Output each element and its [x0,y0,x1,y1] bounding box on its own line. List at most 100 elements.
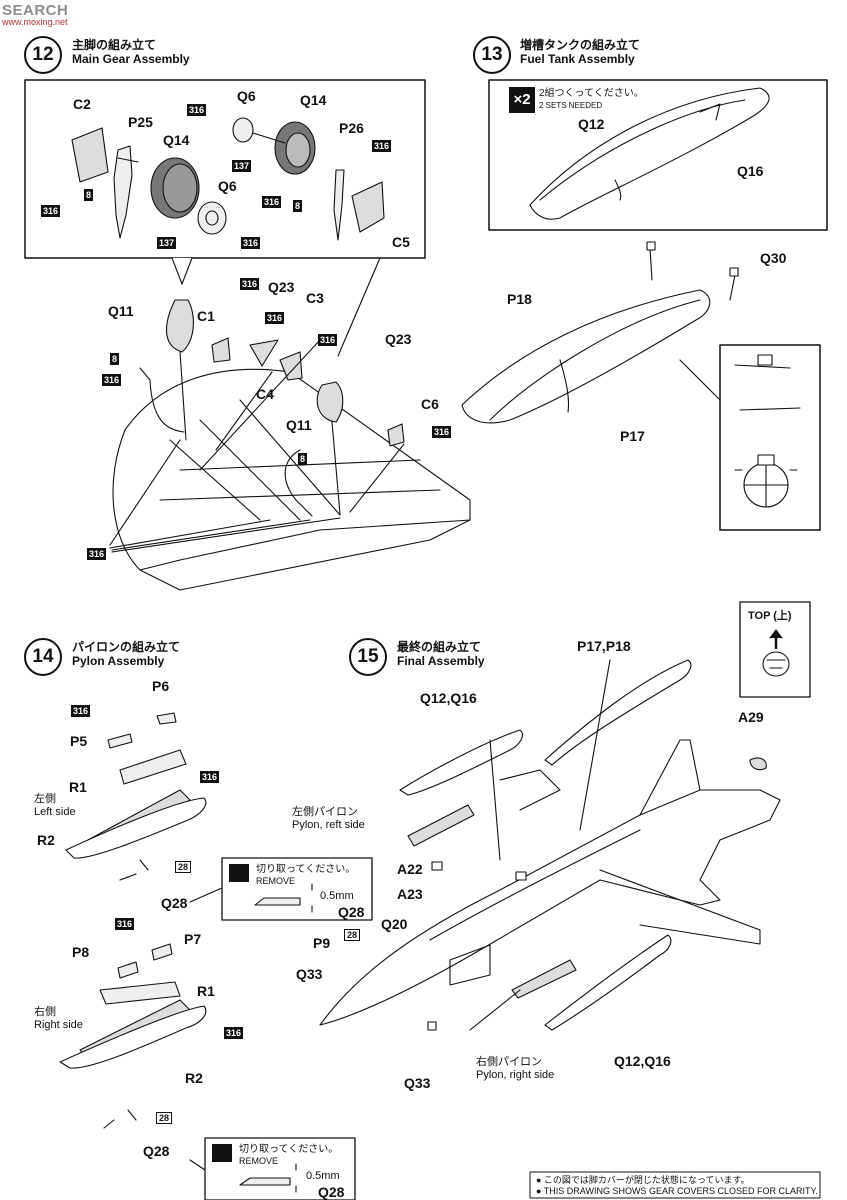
part-q28-right: Q28 [143,1143,170,1159]
part-p25: P25 [128,114,153,130]
footer-note-en: ● THIS DRAWING SHOWS GEAR COVERS CLOSED … [536,1186,818,1196]
badge-137: 137 [157,237,177,249]
q30-inset-box [719,344,821,531]
remove-jp: 切り取ってください。 [256,864,356,875]
part-a29: A29 [738,709,764,725]
part-q14-left: Q14 [163,132,190,148]
part-p17: P17 [620,428,645,444]
badge-8: 8 [298,453,308,465]
badge-316: 316 [200,771,220,783]
watermark-brand: SEARCH [2,2,69,19]
badge-316: 316 [372,140,392,152]
part-a22: A22 [397,861,423,877]
pylon-left-drawing [65,712,207,881]
remove-jp: 切り取ってください。 [239,1144,339,1155]
step-14-title-en: Pylon Assembly [72,654,165,668]
sets-needed-badge: ×2 [509,87,535,113]
footer-note-jp: ● この図では脚カバーが閉じた状態になっています。 [536,1175,750,1185]
part-c1: C1 [197,308,215,324]
badge-8: 8 [84,189,94,201]
step-12-title-jp: 主脚の組み立て [72,38,157,52]
right-pylon-en: Pylon, right side [476,1069,555,1081]
left-pylon-jp: 左側パイロン [292,806,358,818]
right-pylon-jp: 右側パイロン [476,1056,542,1068]
left-pylon-en: Pylon, reft side [292,819,365,831]
cut-icon [229,864,249,882]
detail-callout-right [337,257,381,357]
top-view-label: TOP (上) [748,610,792,622]
left-side-jp: 左側 [34,793,56,805]
step-12-title-en: Main Gear Assembly [72,52,190,66]
part-q11-lower: Q11 [286,417,312,433]
badge-316: 316 [432,426,452,438]
step-12-number: 12 [24,36,62,74]
wheel-q14-left-drawing [150,157,227,235]
badge-28: 28 [175,861,192,873]
part-q11-upper: Q11 [108,303,134,319]
part-p5: P5 [70,733,88,749]
sets-needed-jp: 2組つくってください。 [539,88,644,99]
part-c6: C6 [421,396,439,412]
badge-316: 316 [87,548,107,560]
badge-316: 316 [102,374,122,386]
sets-needed-en: 2 SETS NEEDED [539,101,603,110]
remove-dim-lines [295,883,313,1193]
part-q20: Q20 [381,916,408,932]
part-q12-q16-lower: Q12,Q16 [614,1053,671,1069]
step-15-title-en: Final Assembly [397,654,485,668]
top-view-drawing [762,629,790,677]
badge-28: 28 [344,929,361,941]
step-15-title-jp: 最終の組み立て [397,640,482,654]
remove-box-bottom [204,1137,356,1200]
part-p7: P7 [184,931,202,947]
part-q14-right: Q14 [300,92,327,108]
part-c4: C4 [256,386,274,402]
watermark-url: www.moxing.net [2,17,68,27]
part-q6-lower: Q6 [218,178,237,194]
part-q28-left: Q28 [161,895,188,911]
part-p18: P18 [507,291,532,307]
badge-316: 316 [41,205,61,217]
part-p9: P9 [313,935,331,951]
part-q6-upper: Q6 [237,88,256,104]
step-13-title-en: Fuel Tank Assembly [520,52,635,66]
remove-dimension: 0.5mm [320,890,354,902]
remove-box-top [221,857,373,921]
top-view-box [739,601,811,698]
remove-part-q28: Q28 [318,1184,345,1200]
remove-parts [239,897,301,1186]
part-q12: Q12 [578,116,605,132]
part-c2: C2 [73,96,91,112]
remove-dimension: 0.5mm [306,1170,340,1182]
part-q23-lower: Q23 [385,331,412,347]
badge-28: 28 [156,1112,173,1124]
part-p8: P8 [72,944,90,960]
badge-316: 316 [318,334,338,346]
fuel-tank-detail-drawing [529,87,770,220]
left-side-en: Left side [34,806,76,818]
remove-en: REMOVE [256,876,296,886]
part-r1-right: R1 [197,983,215,999]
step-14-title-jp: パイロンの組み立て [72,640,181,654]
badge-316: 316 [262,196,282,208]
badge-316: 316 [265,312,285,324]
step-14-number: 14 [24,638,62,676]
step-15-number: 15 [349,638,387,676]
part-p26: P26 [339,120,364,136]
airframe-underside-drawing [109,299,471,591]
part-p6: P6 [152,678,170,694]
part-q33-upper: Q33 [296,966,323,982]
part-r2-right: R2 [185,1070,203,1086]
gear-leg-right-drawing [333,169,385,241]
wheel-q14-right-drawing [232,117,316,175]
badge-316: 316 [240,278,260,290]
part-q23-upper: Q23 [268,279,295,295]
badge-316: 316 [187,104,207,116]
step-13-title-jp: 増槽タンクの組み立て [520,38,641,52]
main-gear-detail-box [24,79,426,259]
part-r1-left: R1 [69,779,87,795]
cut-icon [212,1144,232,1162]
watermark: SEARCH www.moxing.net [2,2,68,27]
pylon-right-drawing [59,943,207,1129]
